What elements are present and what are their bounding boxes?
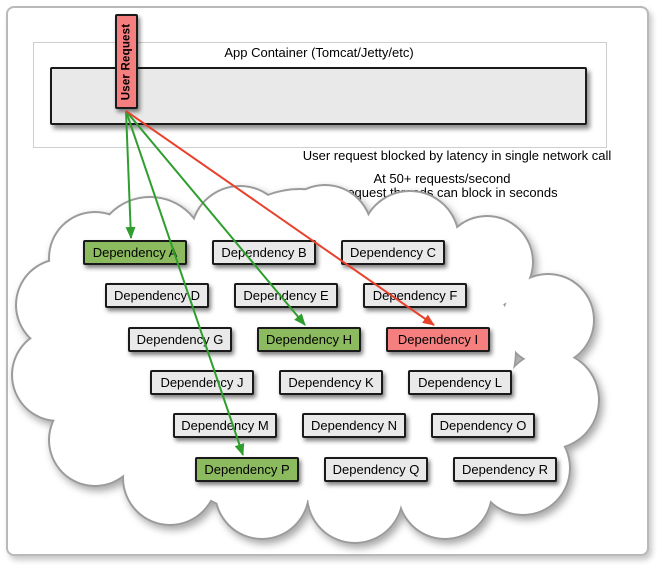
app-container-label: App Container (Tomcat/Jetty/etc) — [224, 45, 414, 60]
dependency-box-h: Dependency H — [257, 327, 361, 352]
dependency-box-j: Dependency J — [150, 370, 254, 395]
dependency-box-g: Dependency G — [128, 327, 232, 352]
dependency-box-i: Dependency I — [386, 327, 490, 352]
dependency-box-p: Dependency P — [195, 457, 299, 482]
dependency-box-b: Dependency B — [212, 240, 316, 265]
dependency-box-a: Dependency A — [83, 240, 187, 265]
dependency-box-c: Dependency C — [341, 240, 445, 265]
dependency-box-n: Dependency N — [302, 413, 406, 438]
dependency-box-k: Dependency K — [279, 370, 383, 395]
dependency-box-o: Dependency O — [431, 413, 535, 438]
dependency-box-f: Dependency F — [363, 283, 467, 308]
dependency-box-r: Dependency R — [453, 457, 557, 482]
dependency-box-l: Dependency L — [408, 370, 512, 395]
user-request-label: User Request — [120, 23, 133, 100]
dependency-box-q: Dependency Q — [324, 457, 428, 482]
dependency-box-m: Dependency M — [173, 413, 277, 438]
dependency-box-e: Dependency E — [234, 283, 338, 308]
dependency-box-d: Dependency D — [105, 283, 209, 308]
user-request-box: User Request — [115, 14, 138, 109]
